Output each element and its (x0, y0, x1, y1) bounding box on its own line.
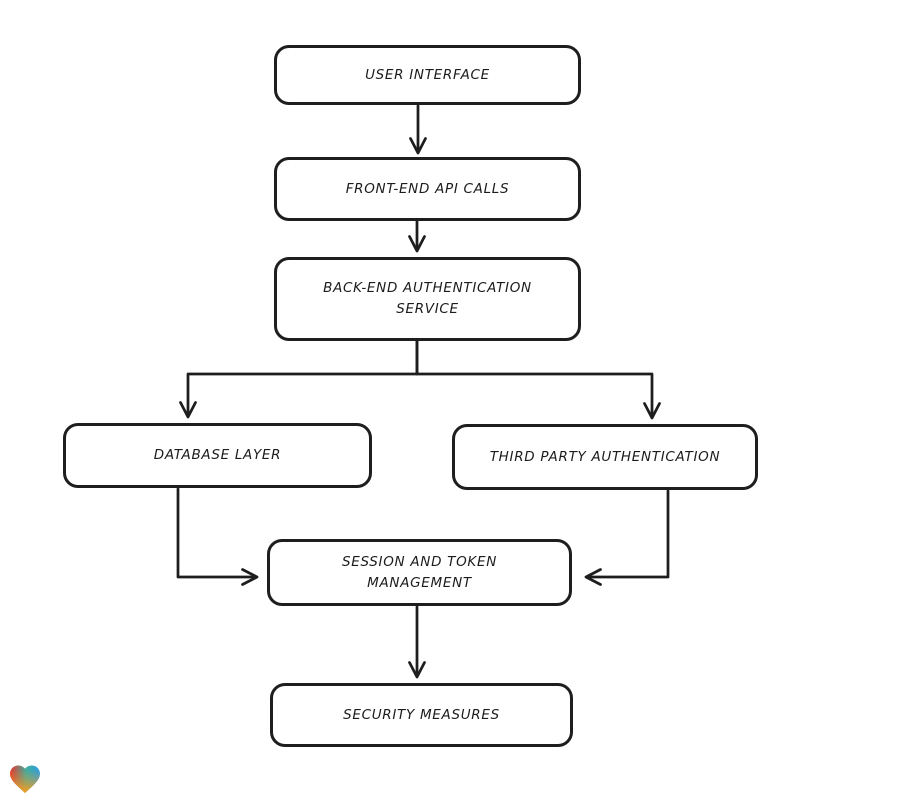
node-label-back-end-authentication-service: BACK-END AUTHENTICATION SERVICE (323, 280, 532, 317)
node-user-interface[interactable]: USER INTERFACE (274, 45, 581, 105)
node-label-session-and-token-management: SESSION AND TOKEN MANAGEMENT (341, 553, 498, 591)
node-label-front-end-api-calls: FRONT-END API CALLS (345, 180, 510, 197)
node-session-and-token-management[interactable]: SESSION AND TOKEN MANAGEMENT (267, 539, 572, 606)
arrow-third-party-auth-to-session-token[interactable] (584, 489, 670, 586)
arrow-back-end-auth-to-third-party-auth[interactable] (415, 339, 661, 420)
heart-logo-icon[interactable] (7, 761, 43, 797)
node-front-end-api-calls[interactable]: FRONT-END API CALLS (274, 157, 581, 221)
node-database-layer[interactable]: DATABASE LAYER (63, 423, 372, 488)
arrow-session-token-to-security-measures[interactable] (408, 605, 426, 679)
arrow-back-end-auth-to-database-layer[interactable] (179, 339, 419, 419)
node-security-measures[interactable]: SECURITY MEASURES (270, 683, 573, 747)
node-third-party-authentication[interactable]: THIRD PARTY AUTHENTICATION (452, 424, 758, 490)
node-label-user-interface: USER INTERFACE (365, 66, 490, 83)
node-back-end-authentication-service[interactable]: BACK-END AUTHENTICATION SERVICE (274, 257, 581, 341)
node-label-third-party-authentication: THIRD PARTY AUTHENTICATION (489, 448, 721, 465)
arrow-database-layer-to-session-token[interactable] (176, 487, 259, 586)
node-label-database-layer: DATABASE LAYER (153, 447, 282, 463)
arrow-front-end-api-calls-to-back-end-auth[interactable] (408, 219, 426, 253)
arrow-user-interface-to-front-end-api-calls[interactable] (409, 104, 427, 155)
node-label-security-measures: SECURITY MEASURES (343, 706, 500, 723)
